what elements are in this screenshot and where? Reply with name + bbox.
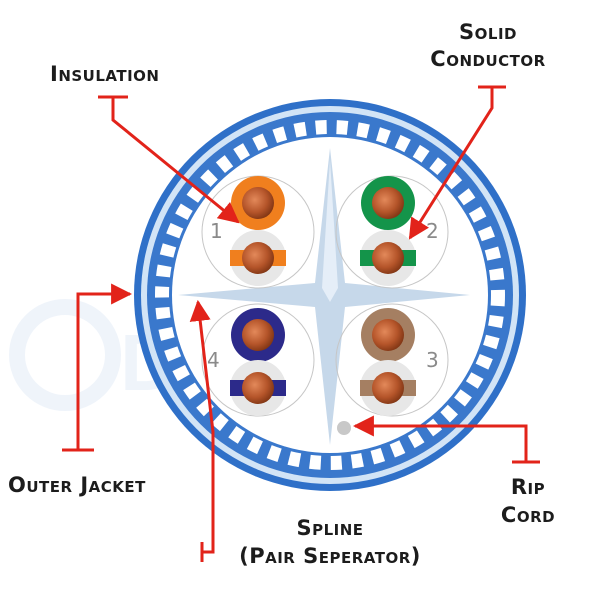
label-insulation: Insulation — [50, 62, 159, 86]
spline-separator — [178, 148, 470, 445]
pair-number-3: 3 — [426, 348, 439, 372]
label-rip-cord-1: Rip — [511, 475, 545, 499]
rip-cord — [337, 421, 351, 435]
pair-number-2: 2 — [426, 219, 439, 243]
label-solid-conductor-2: Conductor — [430, 47, 545, 71]
label-spline-1: Spline — [296, 516, 363, 540]
label-solid-conductor-1: Solid — [459, 20, 517, 44]
label-outer-jacket: Outer Jacket — [8, 473, 146, 497]
twisted-pair-4: 4 — [207, 308, 286, 416]
label-spline-2: (Pair Seperator) — [239, 544, 421, 568]
twisted-pair-3: 3 — [360, 308, 439, 416]
pair-number-4: 4 — [207, 348, 220, 372]
label-rip-cord-2: Cord — [501, 503, 555, 527]
pair-number-1: 1 — [210, 219, 223, 243]
twisted-pair-1: 1 — [210, 176, 286, 286]
twisted-pair-2: 2 — [360, 176, 439, 286]
leader-lines — [62, 85, 540, 562]
